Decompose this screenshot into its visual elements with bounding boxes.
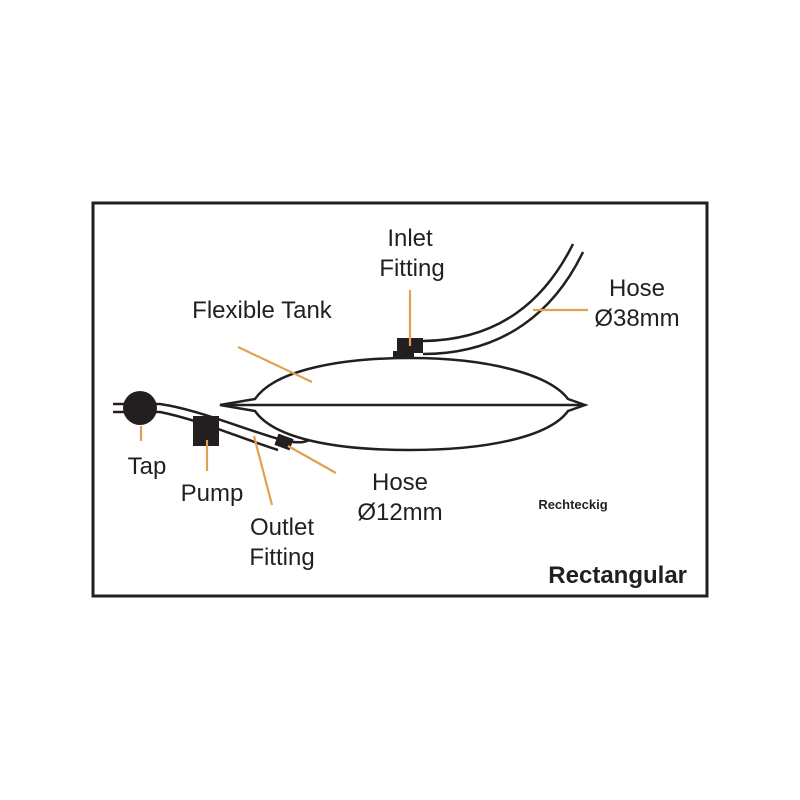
label-hose-38mm: Ø38mm [594, 305, 679, 332]
inlet-fitting [393, 338, 423, 358]
diagram-frame [91, 201, 709, 598]
label-flexible-tank: Flexible Tank [192, 297, 333, 324]
leader-flexible-tank [237, 346, 313, 383]
label-inlet-fitting: Fitting [379, 255, 444, 282]
flexible-tank [219, 356, 589, 452]
leader-outlet-fitting [252, 435, 274, 506]
german-caption: Rechteckig [538, 497, 607, 512]
label-hose-12mm: Ø12mm [357, 499, 442, 526]
label-hose-small: Hose [372, 469, 428, 496]
label-pump: Pump [181, 480, 244, 507]
leader-hose-12mm [287, 445, 337, 474]
label-inlet: Inlet [387, 225, 433, 252]
label-outlet: Outlet [250, 514, 314, 541]
label-hose-large: Hose [609, 275, 665, 302]
shape-caption: Rectangular [548, 562, 687, 589]
label-outlet-fitting: Fitting [249, 544, 314, 571]
label-tap: Tap [128, 453, 167, 480]
hose-38mm [422, 243, 585, 356]
tap [123, 391, 157, 425]
